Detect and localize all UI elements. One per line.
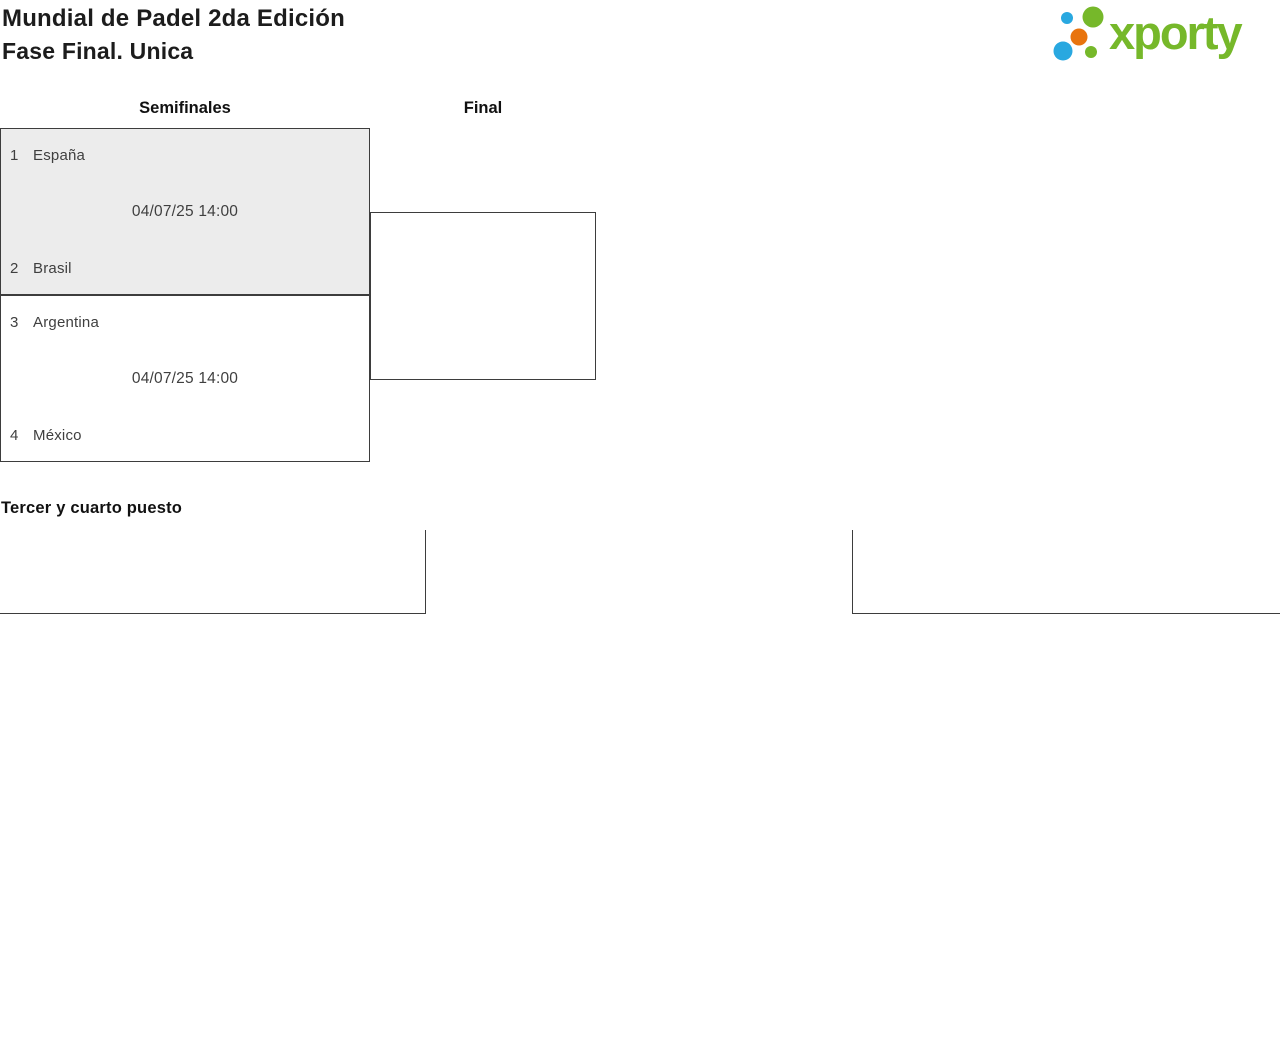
- participant-seed: 4: [10, 427, 19, 444]
- tournament-title: Mundial de Padel 2da Edición: [2, 5, 345, 32]
- participant-seed: 2: [10, 260, 19, 277]
- participant-name: Argentina: [33, 314, 100, 331]
- match-box-third-place-right[interactable]: [852, 530, 1280, 614]
- third-place-heading: Tercer y cuarto puesto: [1, 499, 183, 517]
- participant-row[interactable]: 4 México: [10, 427, 360, 444]
- round-header-semifinales: Semifinales: [139, 99, 231, 117]
- match-datetime[interactable]: 04/07/25 14:00: [131, 369, 239, 387]
- participant-name: España: [33, 147, 86, 164]
- participant-seed: 3: [10, 314, 19, 331]
- logo-dots-icon: [1053, 6, 1104, 61]
- phase-subtitle: Fase Final. Unica: [2, 38, 194, 64]
- page-title: Mundial de Padel 2da Edición Fase Final.…: [2, 2, 345, 67]
- match-box-semifinal-2[interactable]: 3 Argentina 04/07/25 14:00 4 México: [0, 295, 370, 462]
- participant-name: Brasil: [33, 260, 72, 277]
- participant-row[interactable]: 1 España: [10, 147, 360, 164]
- xporty-logo[interactable]: xporty: [1048, 0, 1280, 72]
- participant-name: México: [33, 427, 82, 444]
- participant-row[interactable]: 3 Argentina: [10, 314, 360, 331]
- round-header-final: Final: [463, 99, 503, 117]
- match-datetime[interactable]: 04/07/25 14:00: [131, 202, 239, 220]
- logo-wordmark: xporty: [1109, 6, 1243, 59]
- participant-seed: 1: [10, 147, 19, 164]
- match-box-final[interactable]: [370, 212, 596, 380]
- match-box-semifinal-1[interactable]: 1 España 04/07/25 14:00 2 Brasil: [0, 128, 370, 295]
- match-box-third-place-left[interactable]: [0, 530, 426, 614]
- participant-row[interactable]: 2 Brasil: [10, 260, 360, 277]
